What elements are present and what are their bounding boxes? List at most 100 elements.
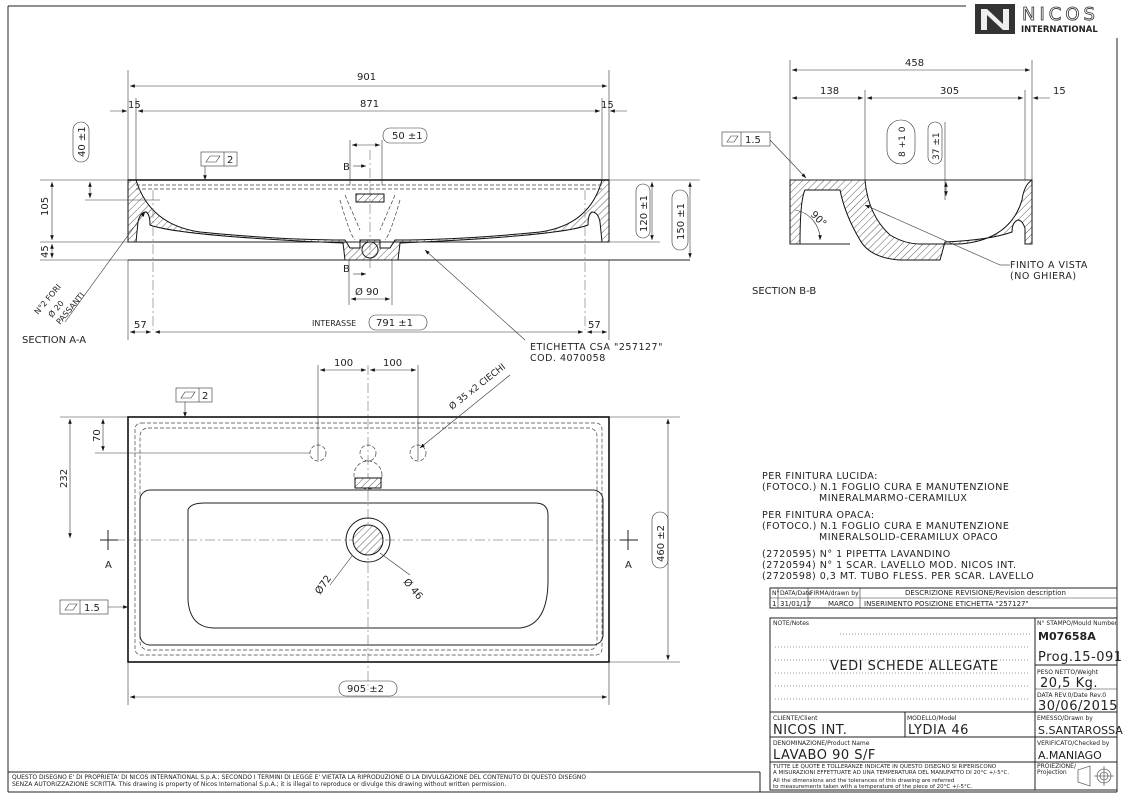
dim-15-bb: 15 (1053, 86, 1066, 97)
section-mark-b-top: B (343, 162, 350, 173)
product-label: DENOMINAZIONE/Product Name (773, 740, 870, 747)
dim-57-right: 57 (588, 320, 601, 331)
notes-label: NOTE/Notes (773, 620, 809, 627)
rev-by: MARCO (828, 600, 854, 608)
dim-50: 50 ±1 (392, 131, 423, 142)
prog-value: Prog.15-091 (1038, 650, 1123, 665)
dim-100-left: 100 (334, 358, 353, 369)
dim-138: 138 (820, 86, 839, 97)
checked-value: A.MANIAGO (1038, 749, 1102, 762)
weight-value: 20,5 Kg. (1040, 676, 1098, 691)
flatness-top: 2 (202, 391, 208, 402)
tolerance-en-1: All the dimensions and the tolerances of… (773, 778, 954, 784)
dim-905: 905 ±2 (347, 684, 384, 695)
flatness-2: 2 (227, 155, 233, 166)
rev-no: 1 (772, 600, 776, 608)
copyright-line-2: SENZA AUTORIZZAZIONE SCRITTA. This drawi… (12, 781, 506, 788)
projection-symbol-icon (1077, 765, 1114, 787)
section-b-b-label: SECTION B-B (752, 286, 816, 297)
note-line: PER FINITURA OPACA: (762, 510, 875, 521)
dim-100-right: 100 (383, 358, 402, 369)
dim-72: Ø72 (313, 573, 335, 597)
note-line: MINERALSOLID-CERAMILUX OPACO (819, 532, 998, 543)
model-value: LYDIA 46 (908, 723, 969, 738)
projection-label-1: PROIEZIONE/ (1037, 763, 1077, 770)
projection-label-2: Projection (1037, 769, 1067, 776)
model-label: MODELLO/Model (907, 715, 957, 722)
dim-871: 871 (360, 99, 379, 110)
label-note-1: ETICHETTA CSA "257127" (530, 342, 663, 353)
client-value: NICOS INT. (773, 723, 847, 738)
dim-70: 70 (92, 429, 103, 442)
rev-header-desc: DESCRIZIONE REVISIONE/Revision descripti… (905, 589, 1066, 597)
dim-15-left: 15 (128, 100, 141, 111)
section-a-a: 901 871 15 15 50 ±1 B B 2 105 45 40 ±1 1… (22, 70, 700, 364)
revision-table: N° DATA/Date FIRMA/drawn by DESCRIZIONE … (769, 587, 1118, 609)
flatness-left: 1.5 (84, 603, 100, 614)
rev-header-by: FIRMA/drawn by (810, 590, 859, 597)
product-value: LAVABO 90 S/F (773, 748, 876, 763)
dim-90: Ø 90 (355, 286, 379, 298)
mould-value: M07658A (1038, 630, 1096, 643)
dim-458: 458 (905, 58, 924, 69)
dim-232: 232 (59, 469, 70, 488)
drawn-label: EMESSO/Drawn by (1037, 715, 1093, 722)
tolerance-it-2: A MISURAZIONI EFFETTUATE AD UNA TEMPERAT… (773, 770, 1009, 776)
note-line: PER FINITURA LUCIDA: (762, 471, 878, 482)
drawn-value: S.SANTAROSSA (1038, 724, 1123, 737)
section-b-b: 458 138 305 15 8 +1 0 37 ±1 1.5 90° FINI… (721, 58, 1088, 297)
interasse-label: INTERASSE (312, 319, 356, 328)
holes-blind: Ø 35 x2 CIECHI (447, 362, 508, 413)
note-line: (FOTOCO.) N.1 FOGLIO CURA E MANUTENZIONE (762, 521, 1009, 532)
finish-note-1: FINITO A VISTA (1010, 260, 1088, 271)
dim-120: 120 ±1 (639, 195, 650, 232)
checked-label: VERIFICATO/Checked by (1037, 740, 1110, 747)
dim-45: 45 (40, 245, 51, 258)
dim-46: Ø 46 (401, 576, 425, 602)
section-a-a-label: SECTION A-A (22, 335, 86, 346)
plan-view: 100 100 Ø 35 x2 CIECHI 2 1.5 232 70 460 … (59, 358, 680, 705)
rev-desc: INSERIMENTO POSIZIONE ETICHETTA "257127" (864, 600, 1029, 608)
logo-brand: NICOS (1022, 4, 1099, 25)
dim-105: 105 (40, 197, 51, 216)
tolerance-en-2: to measurements taken with a temperature… (773, 784, 973, 790)
note-line: (2720594) N° 1 SCAR. LAVELLO MOD. NICOS … (762, 560, 1017, 571)
tolerance-it-1: TUTTE LE QUOTE E TOLLERANZE INDICATE IN … (772, 764, 997, 770)
dim-40: 40 ±1 (77, 126, 88, 157)
dim-15-right: 15 (601, 100, 614, 111)
note-line: MINERALMARMO-CERAMILUX (819, 493, 967, 504)
drawing-frame (7, 5, 1118, 793)
rev-header-date: DATA/Date (780, 590, 812, 597)
weight-label: PESO NETTO/Weight (1037, 669, 1099, 676)
copyright-line-1: QUESTO DISEGNO E' DI PROPRIETA' DI NICOS… (12, 774, 586, 781)
angle-90: 90° (808, 209, 828, 229)
notes-dotted-lines (775, 633, 1030, 700)
note-line: (FOTOCO.) N.1 FOGLIO CURA E MANUTENZIONE (762, 482, 1009, 493)
section-mark-b-bottom: B (343, 264, 350, 275)
interasse-value: 791 ±1 (376, 318, 413, 329)
finish-notes: PER FINITURA LUCIDA: (FOTOCO.) N.1 FOGLI… (762, 471, 1034, 582)
section-a-right: A (625, 560, 632, 571)
dim-150: 150 ±1 (676, 203, 687, 240)
label-note-2: COD. 4070058 (530, 353, 606, 364)
section-a-left: A (105, 560, 112, 571)
rev-date: 31/01/17 (780, 600, 811, 608)
client-label: CLIENTE/Client (773, 715, 818, 722)
note-line: (2720598) 0,3 MT. TUBO FLESS. PER SCAR. … (762, 571, 1034, 582)
dim-57-left: 57 (134, 320, 147, 331)
dim-901: 901 (357, 72, 376, 83)
nicos-logo: NICOS INTERNATIONAL (975, 4, 1099, 35)
dim-8: 8 +1 0 (898, 126, 908, 157)
note-line: (2720595) N° 1 PIPETTA LAVANDINO (762, 549, 951, 560)
date-label: DATA REV.0/Date Rev.0 (1037, 692, 1106, 699)
dim-305: 305 (940, 86, 959, 97)
rev-header-no: N° (772, 590, 780, 597)
finish-note-2: (NO GHIERA) (1010, 271, 1077, 282)
flatness-1-5: 1.5 (745, 135, 761, 146)
mould-label: N° STAMPO/Mould Number (1037, 620, 1118, 627)
notes-value: VEDI SCHEDE ALLEGATE (830, 659, 998, 674)
date-value: 30/06/2015 (1038, 699, 1118, 714)
dim-460: 460 ±2 (656, 525, 667, 562)
dim-37: 37 ±1 (932, 132, 942, 160)
